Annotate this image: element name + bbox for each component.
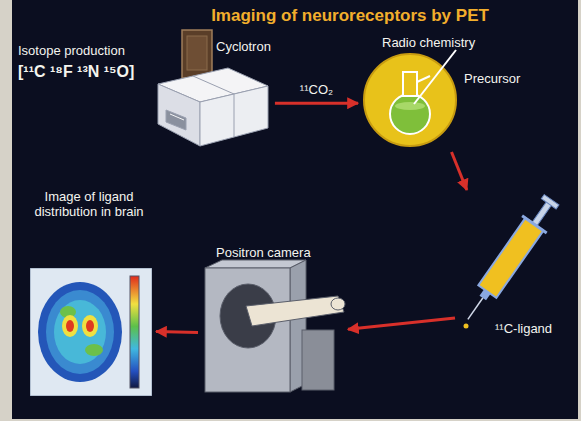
heading-label: Radio chemistry bbox=[382, 36, 475, 51]
brain-image-part bbox=[46, 290, 114, 374]
brain-image-part bbox=[54, 300, 106, 364]
brain-image bbox=[30, 268, 152, 396]
cyclotron-machine bbox=[158, 68, 268, 146]
syringe-part bbox=[532, 201, 552, 226]
syringe-part bbox=[541, 195, 559, 209]
cyclotron-door-part bbox=[182, 30, 212, 78]
cyclotron-machine-part bbox=[158, 84, 200, 146]
heading-label: Isotope production bbox=[18, 44, 125, 59]
heading-label: Image of ligand distribution in brain bbox=[28, 190, 150, 220]
cyclotron-machine-part bbox=[166, 110, 186, 130]
cyclotron-machine-part bbox=[193, 76, 234, 94]
heading-label: Positron camera bbox=[216, 246, 311, 261]
diagram-title: Imaging of neuroreceptors by PET bbox=[180, 6, 520, 26]
brain-image-part bbox=[130, 276, 139, 388]
pet-scanner-part bbox=[246, 296, 344, 326]
flow-arrow bbox=[348, 318, 455, 329]
reaction-vessel-part bbox=[403, 72, 417, 96]
pet-scanner bbox=[205, 260, 345, 392]
brain-image-part bbox=[85, 344, 103, 356]
flow-arrow bbox=[275, 102, 358, 105]
background-panel-part bbox=[12, 0, 578, 419]
radiochemistry-group: Radio chemistryPrecursor bbox=[358, 30, 528, 152]
isotope-list: [¹¹C ¹⁸F ¹³N ¹⁵O] bbox=[18, 63, 134, 81]
brain-image-part bbox=[38, 282, 122, 382]
syringe-group: ¹¹C-ligand bbox=[455, 190, 573, 350]
brain-image-part bbox=[82, 315, 98, 337]
syringe-part bbox=[468, 298, 483, 319]
cyclotron-machine-part bbox=[170, 114, 184, 120]
part-label: Cyclotron bbox=[216, 40, 271, 55]
reaction-vessel-part bbox=[390, 94, 430, 134]
cyclotron-door-part bbox=[187, 36, 207, 70]
brain-image-part bbox=[62, 315, 78, 337]
ligand-drop bbox=[464, 324, 469, 329]
syringe-part bbox=[522, 216, 547, 233]
scanner-group: Positron camera bbox=[198, 242, 348, 398]
brain-image-part bbox=[66, 320, 74, 332]
pet-scanner-part bbox=[302, 330, 334, 390]
part-label: ¹¹C-ligand bbox=[495, 322, 552, 337]
reaction-vessel-part bbox=[414, 50, 456, 104]
background-panel bbox=[12, 0, 578, 419]
reaction-vessel-part bbox=[395, 102, 425, 110]
part-label: Precursor bbox=[464, 72, 520, 87]
brain-image-group: Image of ligand distribution in brain bbox=[22, 186, 156, 400]
reaction-vessel bbox=[364, 50, 456, 146]
cyclotron-machine-part bbox=[200, 86, 268, 146]
syringe bbox=[456, 191, 564, 328]
pet-scanner-part bbox=[205, 268, 290, 392]
cyclotron-door bbox=[182, 30, 212, 78]
syringe-part bbox=[479, 289, 490, 300]
flow-arrow bbox=[156, 330, 198, 334]
pet-scanner-part bbox=[331, 298, 345, 310]
cyclotron-group: Isotope production [¹¹C ¹⁸F ¹³N ¹⁵O] Cyclo… bbox=[12, 30, 275, 152]
edge-label: ¹¹CO₂ bbox=[298, 82, 335, 97]
flow-arrow bbox=[452, 152, 467, 190]
brain-image-part bbox=[86, 320, 94, 332]
brain-image-part bbox=[30, 268, 152, 396]
syringe-part bbox=[478, 218, 543, 298]
ligand-drop-part bbox=[464, 324, 469, 329]
pet-scanner-part bbox=[205, 260, 306, 268]
reaction-vessel-part bbox=[417, 76, 430, 82]
cyclotron-machine-part bbox=[234, 94, 235, 137]
